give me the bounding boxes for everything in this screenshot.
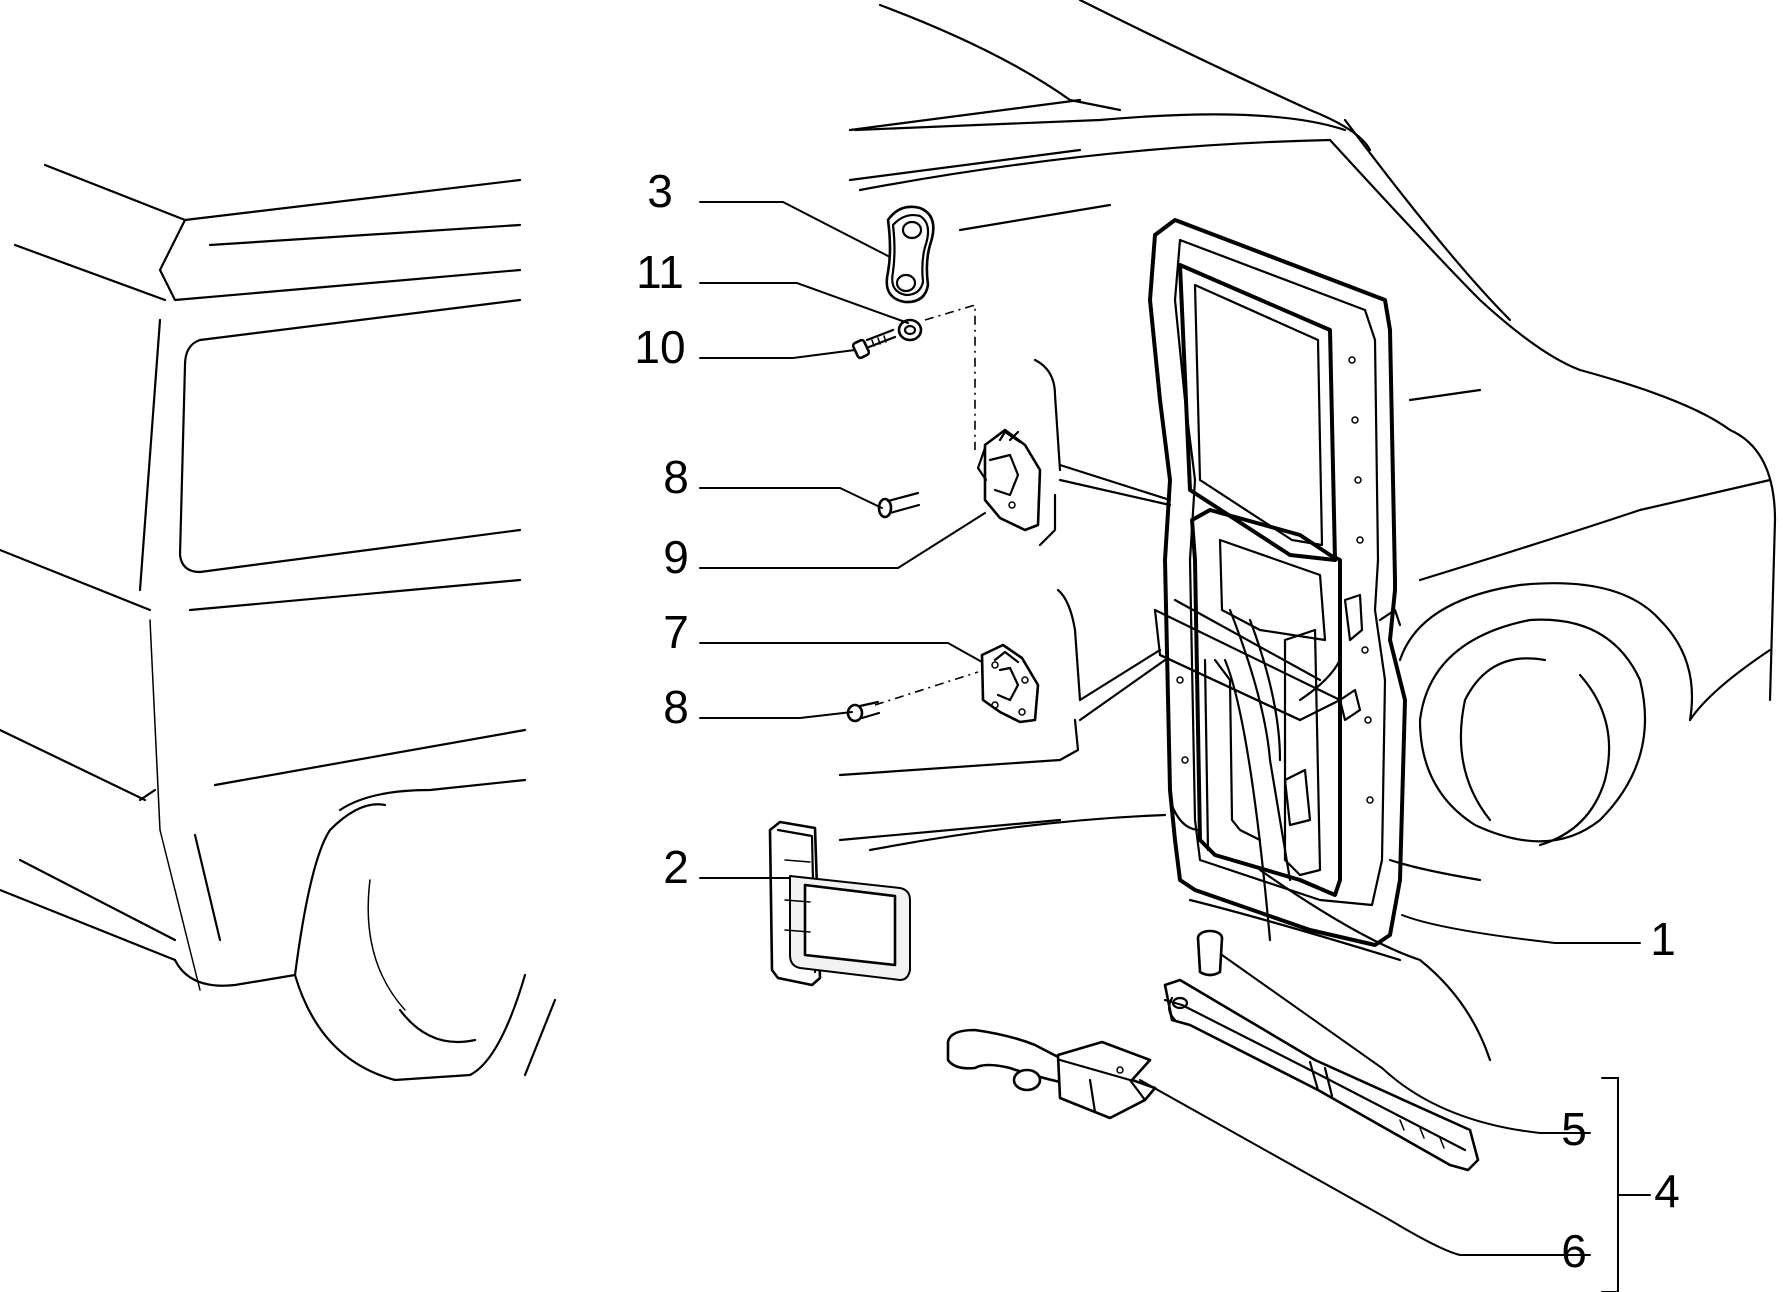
door-handle-cover: [768, 820, 911, 987]
callout-9: 9: [663, 531, 689, 583]
guide-rail: [1163, 978, 1480, 1172]
guide-pin: [1196, 929, 1224, 977]
sliding-door-frame: [1148, 218, 1407, 947]
callout-11: 11: [636, 246, 684, 298]
screw-10: [851, 328, 897, 360]
left-vehicle-outline: [0, 163, 557, 1082]
callout-5: 5: [1561, 1103, 1587, 1155]
callout-numbers: 3 11 10 8 9 7 8 2 1 5 4 6: [634, 165, 1679, 1277]
callout-7: 7: [663, 606, 689, 658]
bracket-plate: [885, 205, 935, 304]
washer: [897, 318, 923, 342]
callout-6: 6: [1561, 1225, 1587, 1277]
right-vehicle-outline: [838, 0, 1777, 1062]
callout-leaders: [699, 201, 1651, 1292]
callout-1: 1: [1650, 913, 1676, 965]
callout-8-lower: 8: [663, 681, 689, 733]
axis-lines: [874, 303, 979, 706]
lower-lock-plate: [980, 643, 1040, 724]
screw-8-upper: [877, 491, 921, 519]
callout-8-upper: 8: [663, 451, 689, 503]
upper-striker-plate: [976, 428, 1042, 532]
callout-4: 4: [1654, 1165, 1680, 1217]
roller-bracket: [946, 1028, 1157, 1120]
callout-3: 3: [647, 165, 673, 217]
callout-10: 10: [634, 321, 685, 373]
assembly-leaders: [1033, 358, 1172, 762]
callout-2: 2: [663, 841, 689, 893]
